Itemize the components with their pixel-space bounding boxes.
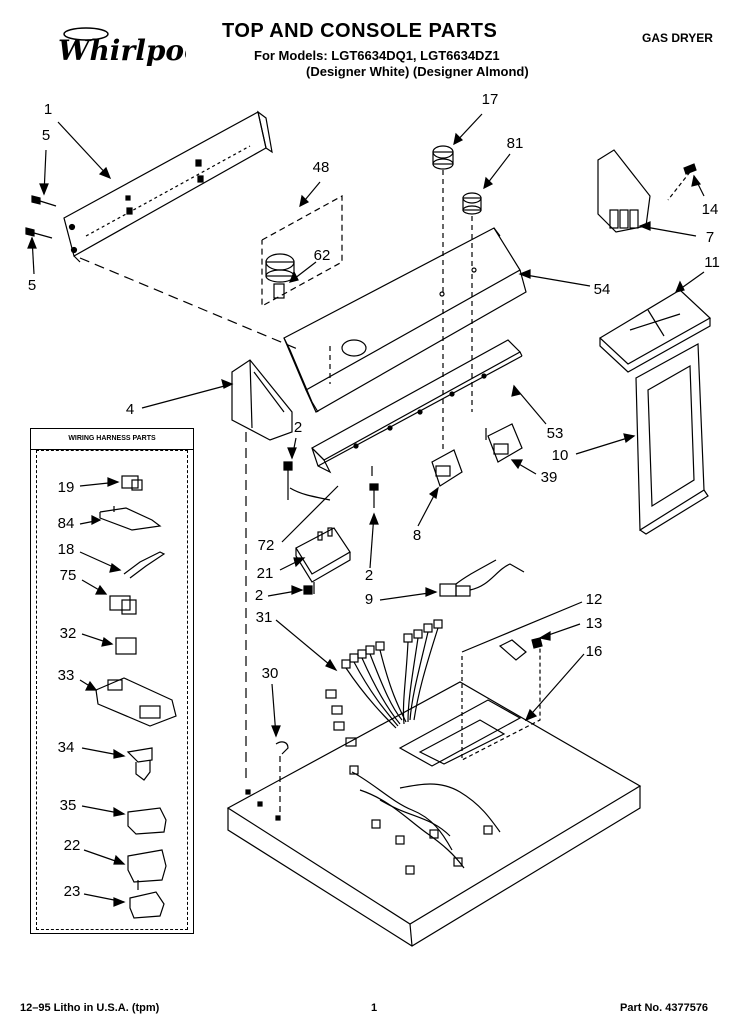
harness-part-84 [79, 506, 162, 531]
callout-54: 54 [593, 281, 611, 298]
footer-part-number: Part No. 4377576 [620, 1002, 709, 1014]
callout-75: 75 [59, 567, 77, 584]
product-type: GAS DRYER [642, 31, 713, 45]
callout-21: 21 [256, 565, 274, 582]
callout-5-upper: 5 [41, 127, 51, 144]
callout-22: 22 [63, 837, 81, 854]
callout-84: 84 [57, 515, 75, 532]
callout-2-upper: 2 [293, 419, 303, 436]
callout-16: 16 [585, 643, 603, 660]
harness-part-34 [81, 747, 153, 781]
part-31-harness [325, 619, 443, 747]
part-54-console [283, 227, 527, 413]
part-12-clip [461, 637, 543, 761]
callout-31: 31 [255, 609, 273, 626]
callout-81: 81 [506, 135, 524, 152]
callout-8: 8 [412, 527, 422, 544]
part-30-clip [275, 741, 289, 814]
part-5-screws [25, 195, 57, 239]
callout-2-lower: 2 [254, 587, 264, 604]
part-1-bracket [63, 110, 273, 263]
part-9-harness [439, 559, 525, 597]
callout-34: 34 [57, 739, 75, 756]
wiring-harness-parts-panel [36, 450, 188, 930]
harness-part-75 [81, 579, 137, 615]
callout-11: 11 [704, 254, 720, 271]
part-10-housing [635, 343, 709, 535]
part-39-clip [485, 423, 523, 463]
wiring-harness-parts-title: WIRING HARNESS PARTS [30, 428, 194, 450]
callout-35: 35 [59, 797, 77, 814]
callout-39: 39 [540, 469, 558, 486]
callout-32: 32 [59, 625, 77, 642]
callout-19: 19 [57, 479, 75, 496]
part-2-screws [283, 461, 379, 595]
callout-2-middle: 2 [364, 567, 374, 584]
callout-5-lower: 5 [27, 277, 37, 294]
callout-7: 7 [705, 229, 715, 246]
callout-72: 72 [257, 537, 275, 554]
harness-part-22 [83, 849, 167, 890]
callout-17: 17 [481, 91, 499, 108]
callout-62: 62 [313, 247, 331, 264]
svg-text:Whirlpool: Whirlpool [58, 34, 186, 67]
part-16-top-panel [226, 681, 642, 947]
callout-14: 14 [701, 201, 719, 218]
part-8-clip [431, 449, 463, 487]
part-21-switch [287, 470, 351, 594]
part-4-end-cap [231, 359, 293, 780]
model-numbers: For Models: LGT6634DQ1, LGT6634DZ1 [254, 48, 500, 63]
page-title: TOP AND CONSOLE PARTS [222, 20, 498, 42]
harness-part-19 [79, 475, 143, 491]
callout-33: 33 [57, 667, 75, 684]
harness-part-35 [81, 805, 167, 835]
callout-leader-lines [27, 113, 705, 738]
callout-1: 1 [43, 101, 53, 118]
whirlpool-logo: Whirlpool [58, 27, 186, 67]
callout-18: 18 [57, 541, 75, 558]
harness-part-32 [81, 633, 137, 655]
callout-30: 30 [261, 665, 279, 682]
panel-wiring-harness [349, 765, 501, 875]
callout-12: 12 [585, 591, 603, 608]
callout-48: 48 [312, 159, 330, 176]
harness-part-33 [79, 677, 177, 727]
wiring-harness-parts-box [30, 428, 194, 934]
callout-53: 53 [546, 425, 564, 442]
footer-litho: 12–95 Litho in U.S.A. (tpm) [20, 1002, 160, 1014]
part-81-knob [462, 192, 482, 266]
callout-9: 9 [364, 591, 374, 608]
part-17-knob [432, 145, 454, 292]
callout-23: 23 [63, 883, 81, 900]
callout-13: 13 [585, 615, 603, 632]
harness-part-18 [79, 551, 166, 579]
part-11-filter [599, 289, 712, 373]
harness-part-23 [83, 891, 165, 919]
model-finishes: (Designer White) (Designer Almond) [306, 64, 529, 79]
callout-4: 4 [125, 401, 135, 418]
callout-10: 10 [551, 447, 569, 464]
footer-page-number: 1 [371, 1002, 378, 1014]
part-53-channel [311, 274, 523, 474]
